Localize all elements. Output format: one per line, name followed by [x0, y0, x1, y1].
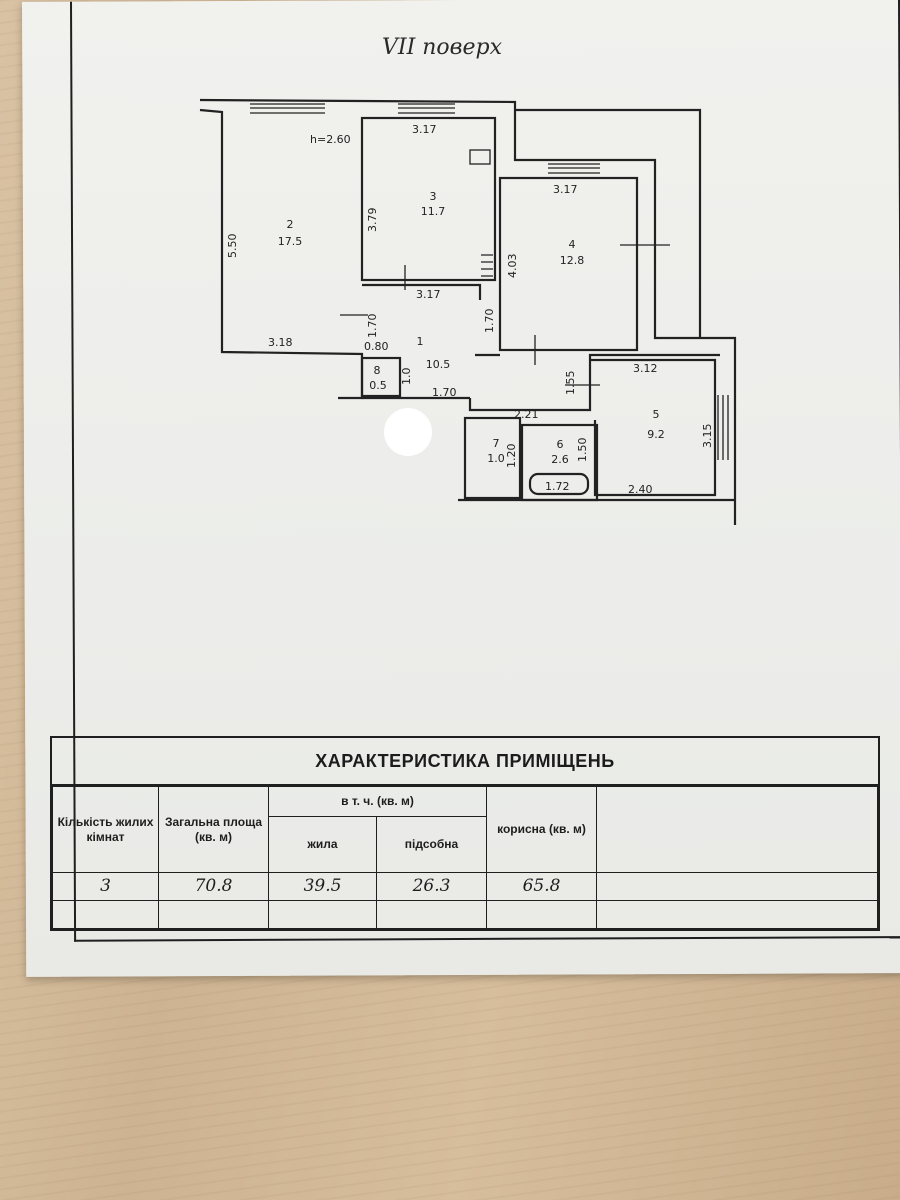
header-living-area: жила — [268, 816, 377, 873]
header-including: в т. ч. (кв. м) — [268, 786, 487, 817]
room-number: 7 — [493, 437, 500, 450]
room-area: 17.5 — [278, 235, 303, 248]
value-rooms-count: 3 — [52, 872, 159, 901]
room-number: 5 — [653, 408, 660, 421]
dimension-label: 2.21 — [514, 408, 539, 421]
room-number: 4 — [569, 238, 576, 251]
dimension-label: 1.50 — [576, 438, 589, 463]
empty-cell — [52, 900, 159, 929]
dimension-label: 3.17 — [553, 183, 578, 196]
empty-cell — [486, 900, 597, 929]
dimension-label: 1.20 — [505, 444, 518, 469]
redaction-blot — [384, 408, 432, 456]
dimension-label: 3.12 — [633, 362, 658, 375]
header-total-area: Загальна площа (кв. м) — [158, 786, 269, 873]
room-number: 6 — [557, 438, 564, 451]
dimension-label: 1.72 — [545, 480, 570, 493]
room-number: 3 — [430, 190, 437, 203]
room-area: 1.0 — [487, 452, 505, 465]
value-useful-area: 65.8 — [486, 872, 597, 901]
room-area: 10.5 — [426, 358, 451, 371]
dimension-label: 4.03 — [506, 254, 519, 279]
room-area: 9.2 — [647, 428, 665, 441]
dimension-label: 1.55 — [564, 371, 577, 396]
room-area: 0.5 — [369, 379, 387, 392]
value-empty — [596, 872, 878, 901]
dimension-label: 1.70 — [432, 386, 457, 399]
value-total-area: 70.8 — [158, 872, 269, 901]
spec-title: ХАРАКТЕРИСТИКА ПРИМІЩЕНЬ — [52, 738, 878, 786]
floor-plan-drawing: h=2.60 1 10.5 2 17.5 3 11.7 4 12.8 5 9.2… — [199, 98, 737, 525]
value-auxiliary-area: 26.3 — [376, 872, 487, 901]
dimension-label: 0.80 — [364, 340, 389, 353]
room-area: 11.7 — [421, 205, 446, 218]
dimension-label: 1.70 — [366, 314, 379, 339]
dimension-label: 5.50 — [226, 234, 239, 259]
empty-cell — [268, 900, 377, 929]
specification-table: ХАРАКТЕРИСТИКА ПРИМІЩЕНЬ Кількість жилих… — [50, 736, 880, 931]
dimension-label: 1.0 — [400, 368, 413, 386]
dimension-label: 3.17 — [416, 288, 441, 301]
header-rooms-count: Кількість жилих кімнат — [52, 786, 159, 873]
room-area: 12.8 — [560, 254, 585, 267]
empty-cell — [376, 900, 487, 929]
dimension-label: 1.70 — [483, 309, 496, 334]
empty-cell — [158, 900, 269, 929]
empty-cell — [596, 900, 878, 929]
room-number: 8 — [374, 364, 381, 377]
dimension-label: 3.17 — [412, 123, 437, 136]
spec-grid: Кількість жилих кімнат Загальна площа (к… — [52, 786, 878, 929]
ceiling-height-label: h=2.60 — [310, 133, 351, 146]
dimension-label: 3.79 — [366, 208, 379, 233]
header-empty — [596, 786, 878, 873]
value-living-area: 39.5 — [268, 872, 377, 901]
room-number: 1 — [417, 335, 424, 348]
header-auxiliary-area: підсобна — [376, 816, 487, 873]
floor-label: VII поверх — [382, 35, 502, 60]
header-useful-area: корисна (кв. м) — [486, 786, 597, 873]
room-number: 2 — [287, 218, 294, 231]
dimension-label: 3.15 — [701, 424, 714, 449]
room-area: 2.6 — [551, 453, 569, 466]
dimension-label: 2.40 — [628, 483, 653, 496]
dimension-label: 3.18 — [268, 336, 293, 349]
